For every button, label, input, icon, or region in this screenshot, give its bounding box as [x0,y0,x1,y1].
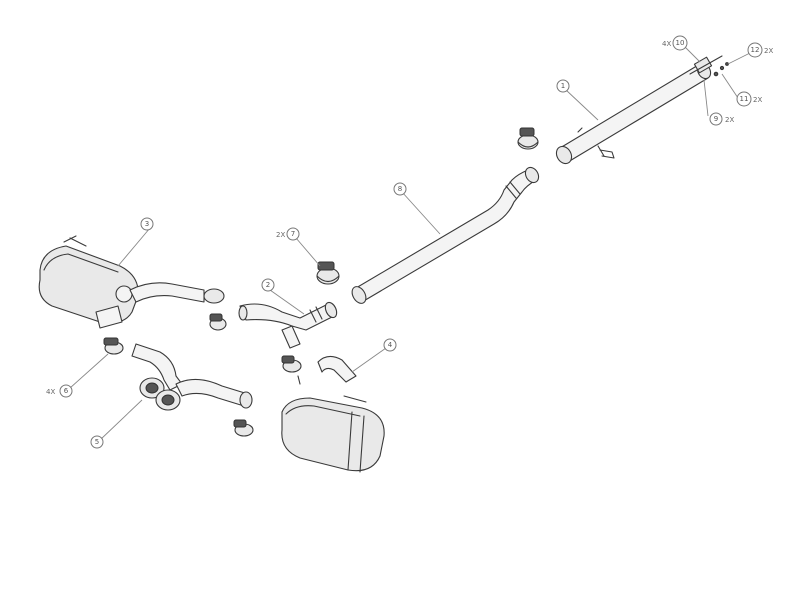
callout-7: 2X 7 [276,227,300,241]
clamp-left-muffler [209,313,227,331]
clamp-part-6 [103,337,124,355]
clamp-upper [517,127,539,150]
callout-11: 11 2X [736,91,762,107]
y-pipe-part-2 [238,301,338,349]
clamp-tail [233,419,254,437]
qty-9: 2X [725,116,734,124]
qty-7: 2X [276,231,285,239]
clamp-y-pipe [281,355,302,385]
qty-12: 2X [764,47,773,55]
callout-8: 8 [393,182,407,196]
left-muffler-part-3 [38,235,225,329]
callout-5: 5 [90,435,104,449]
callout-9: 9 2X [709,112,734,126]
callout-1: 1 [556,79,570,93]
callout-6: 4X 6 [46,384,73,398]
callout-5-number: 5 [95,438,99,446]
right-muffler-part-4 [281,355,385,473]
callout-1-number: 1 [561,82,565,90]
callout-10: 4X 10 [662,35,688,51]
callout-10-number: 10 [676,39,685,47]
callout-8-number: 8 [398,185,402,193]
callout-4: 4 [383,338,397,352]
callout-11-number: 11 [740,95,749,103]
callout-12: 12 2X [747,42,773,58]
callout-6-number: 6 [64,387,69,395]
callout-2-number: 2 [266,281,270,289]
qty-10: 4X [662,40,671,48]
callout-2: 2 [261,278,275,292]
callout-3: 3 [140,217,154,231]
callout-4-number: 4 [388,341,393,349]
tail-pipe-part-5 [131,343,253,411]
mid-pipe-part-8 [351,166,540,304]
qty-6: 4X [46,388,55,396]
callout-7-number: 7 [291,230,295,238]
callout-9-number: 9 [714,115,718,123]
callout-leaders [69,45,753,441]
qty-11: 2X [753,96,762,104]
front-pipe-part-1 [555,55,729,165]
callout-3-number: 3 [145,220,149,228]
clamp-part-7 [316,261,340,285]
callout-12-number: 12 [751,46,760,54]
